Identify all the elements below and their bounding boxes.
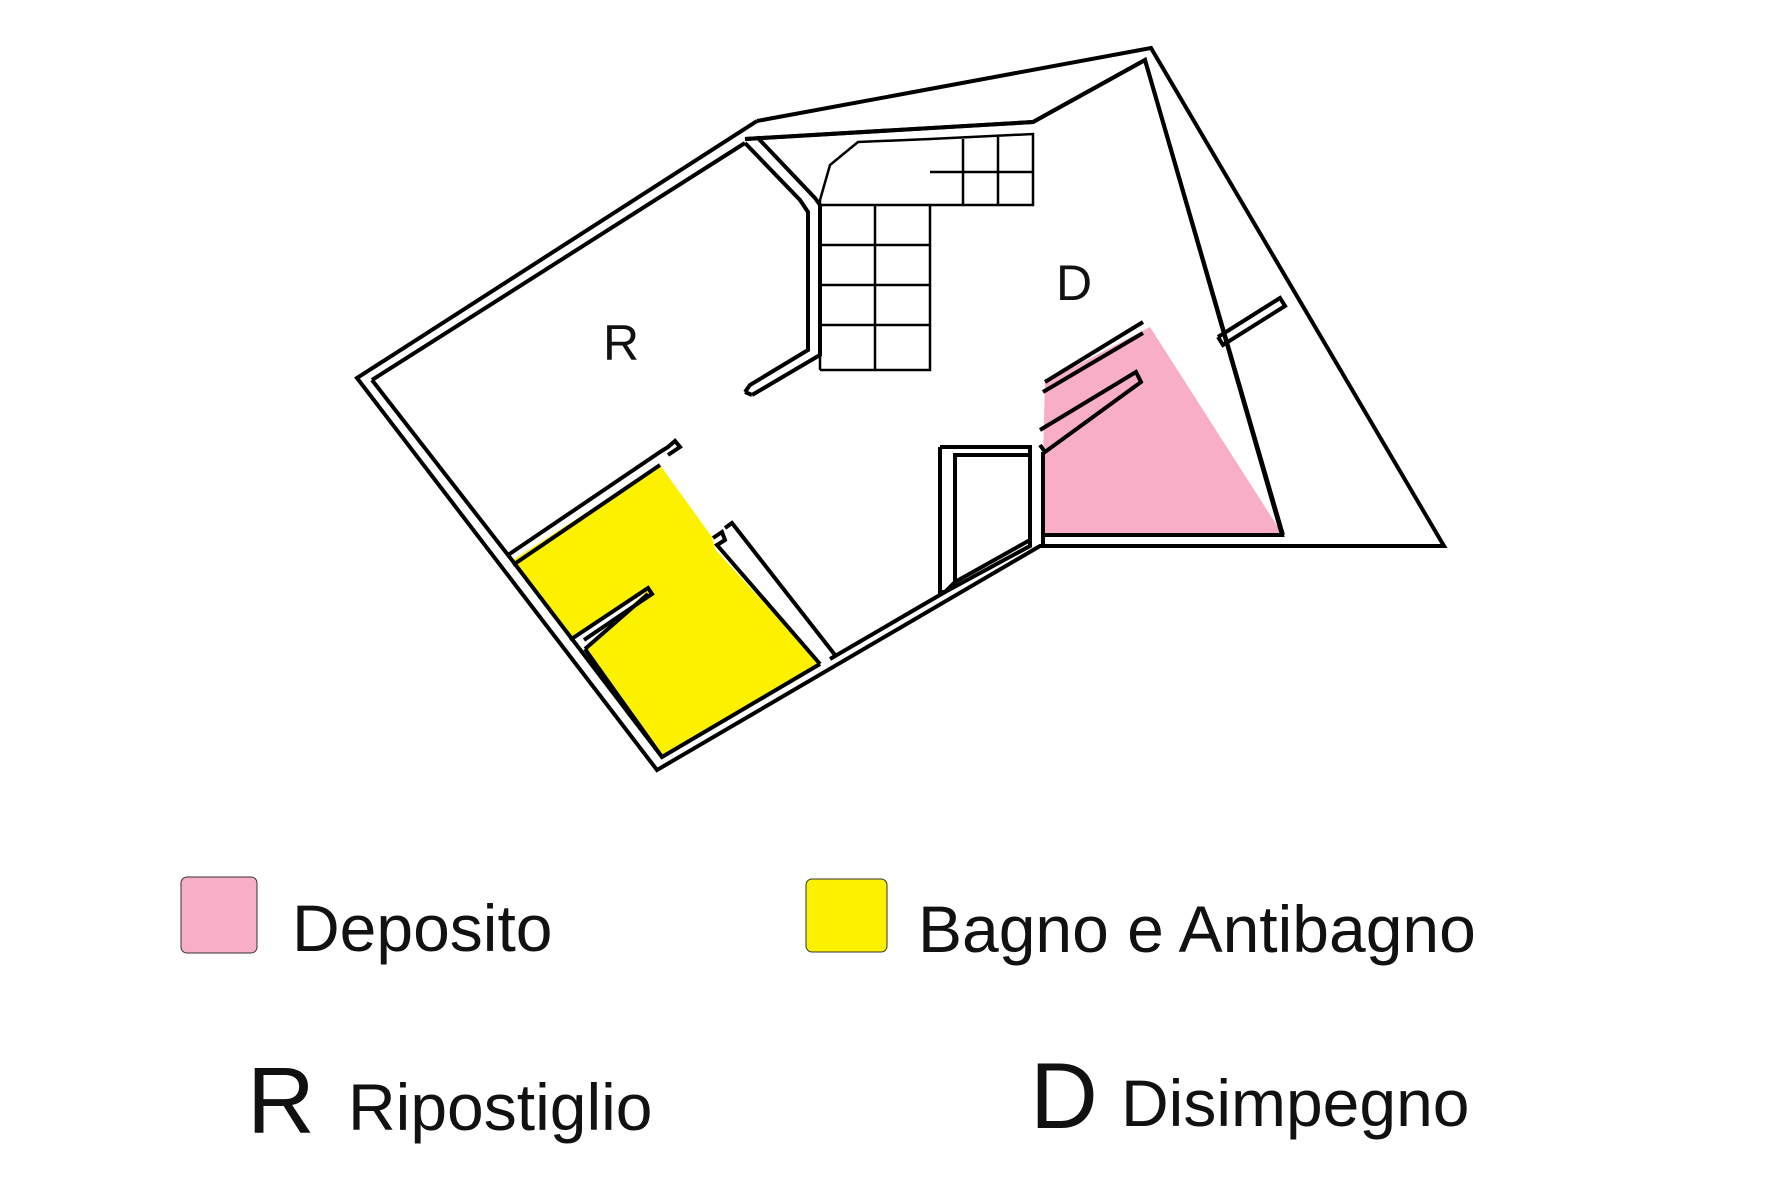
- legend-key-d: D: [1030, 1043, 1098, 1148]
- staircase: [818, 132, 1035, 372]
- disimpegno-walls: [944, 295, 1288, 594]
- legend-label-disimpegno: Disimpegno: [1121, 1066, 1470, 1140]
- outer-wall: [354, 45, 1448, 773]
- closet-walls: [938, 445, 1032, 594]
- legend-key-r: R: [247, 1048, 315, 1153]
- legend-label-bagno: Bagno e Antibagno: [918, 892, 1476, 966]
- legend-swatch-bagno: [805, 878, 888, 953]
- legend-swatch-deposito: [180, 876, 258, 954]
- bagno-room-fill: [513, 465, 820, 757]
- legend-label-deposito: Deposito: [292, 891, 553, 965]
- deposito-room-fill: [1041, 327, 1283, 535]
- ripostiglio-walls: [743, 135, 822, 397]
- bagno-walls: [506, 438, 837, 759]
- legend-label-ripostiglio: Ripostiglio: [348, 1070, 652, 1144]
- room-label-d: D: [1056, 255, 1092, 311]
- room-label-r: R: [603, 315, 639, 371]
